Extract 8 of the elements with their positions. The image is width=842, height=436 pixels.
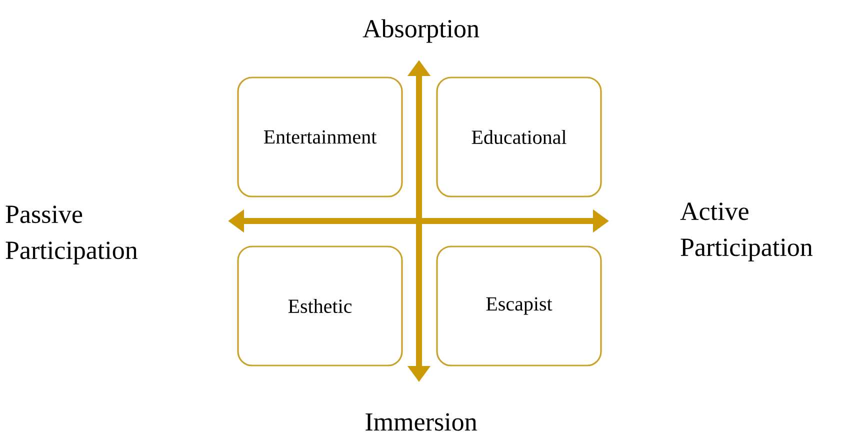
quadrant-box: Entertainment — [237, 76, 403, 198]
quadrant-box: Educational — [436, 76, 602, 198]
quadrant-box: Escapist — [436, 246, 602, 366]
axis-label: Immersion — [366, 413, 477, 431]
quadrant-box: Esthetic — [237, 246, 403, 366]
axis-label: Passive Participation — [6, 206, 138, 264]
axis-label: Absorption — [362, 19, 480, 43]
axis-label: Active Participation — [680, 202, 812, 262]
